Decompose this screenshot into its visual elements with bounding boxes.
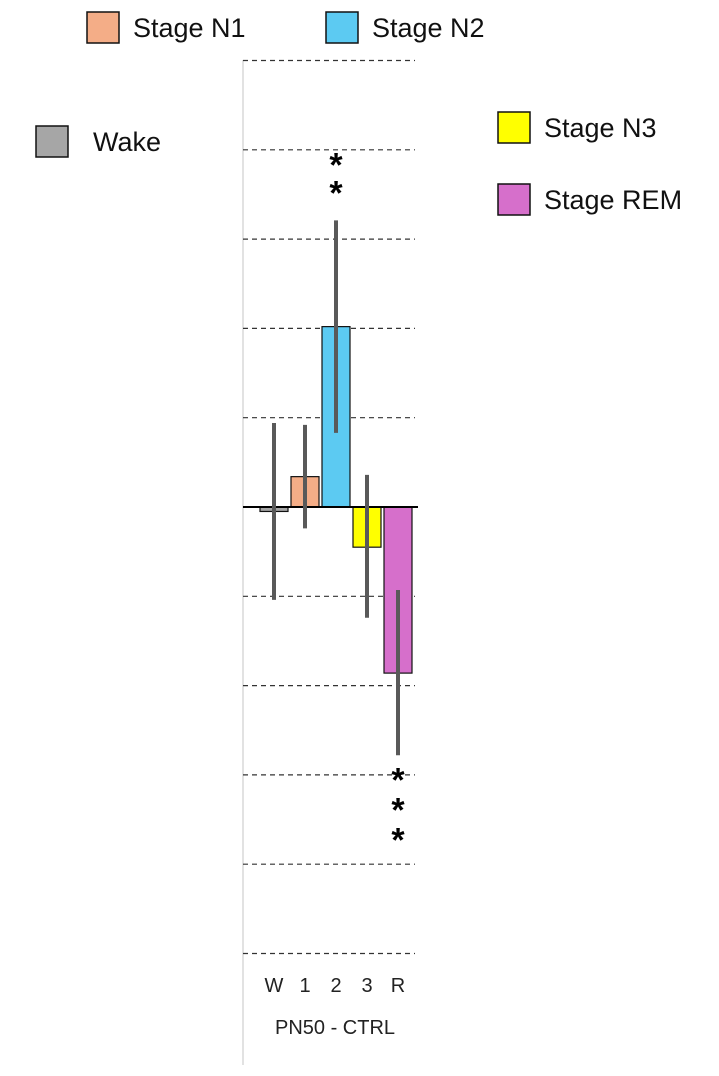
legend-swatch xyxy=(35,125,69,158)
significance-asterisk: * xyxy=(391,761,405,799)
x-tick-label: W xyxy=(265,975,284,997)
legend-label: Stage REM xyxy=(544,185,682,215)
x-tick-label: 1 xyxy=(299,975,310,997)
significance-annotations: ***** xyxy=(329,146,405,859)
legend-swatch xyxy=(497,183,531,216)
legend-swatch xyxy=(497,111,531,144)
x-axis-label: PN50 - CTRL xyxy=(275,1017,395,1039)
legend-swatch xyxy=(86,11,120,44)
x-tick-label: 3 xyxy=(361,975,372,997)
legend-item: Stage N1 xyxy=(86,11,246,44)
x-tick-label: 2 xyxy=(330,975,341,997)
legend-item: Stage REM xyxy=(497,183,682,216)
legend: Wake Stage N1 Stage N2 Stage N3 Stage REM xyxy=(35,11,682,216)
legend-item: Stage N3 xyxy=(497,111,657,144)
significance-asterisk: * xyxy=(329,174,343,212)
legend-swatch xyxy=(325,11,359,44)
error-bars xyxy=(272,220,400,756)
significance-asterisk: * xyxy=(391,821,405,859)
legend-item: Stage N2 xyxy=(325,11,485,44)
legend-label: Stage N1 xyxy=(133,13,246,43)
legend-item: Wake xyxy=(35,125,161,158)
significance-asterisk: * xyxy=(391,791,405,829)
significance-asterisk: * xyxy=(329,146,343,184)
legend-label: Stage N2 xyxy=(372,13,485,43)
x-tick-label: R xyxy=(391,975,405,997)
legend-label: Stage N3 xyxy=(544,113,657,143)
legend-label: Wake xyxy=(93,127,161,157)
